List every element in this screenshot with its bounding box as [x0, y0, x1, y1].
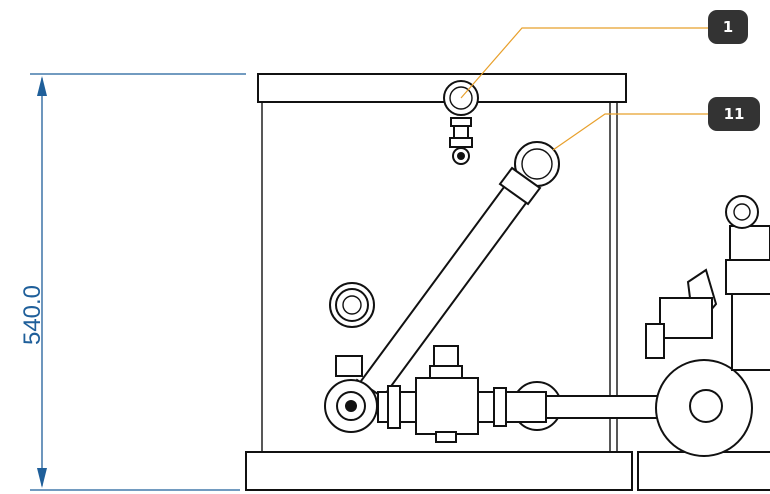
- callout-11: 11: [552, 97, 760, 151]
- pump-inlet: [689, 389, 723, 423]
- pump-riser-collar: [725, 259, 770, 295]
- side-port-middle: [335, 288, 369, 322]
- callout-1-badge: [708, 10, 748, 44]
- horizontal-pipe: [545, 395, 673, 419]
- top-fitting: [443, 80, 479, 165]
- valve-stem-nut: [429, 365, 463, 379]
- pump-motor-end: [645, 323, 665, 359]
- callout-11-label: 11: [724, 105, 745, 123]
- manifold-flange-2: [387, 385, 401, 429]
- callout-11-badge: [708, 97, 760, 131]
- side-port-inner: [342, 295, 362, 315]
- pump-motor-housing: [659, 297, 713, 339]
- top-fitting-nut: [450, 117, 472, 127]
- pump-riser: [731, 289, 770, 371]
- manifold-flange-3: [493, 387, 507, 427]
- callout-1-label: 1: [723, 18, 733, 36]
- pump-riser-elbow: [729, 225, 770, 261]
- lower-elbow-hole: [345, 400, 357, 412]
- callout-1-leader: [460, 27, 708, 99]
- tank-lid: [257, 73, 627, 103]
- pump-outlet-ring: [725, 195, 759, 229]
- manifold-flange-1: [377, 391, 389, 423]
- dimension-arrow-top: [37, 76, 47, 96]
- height-dimension: 540.0: [19, 73, 246, 491]
- callout-11-leader: [552, 113, 708, 151]
- manifold-coupling: [399, 391, 417, 423]
- pump-base: [637, 451, 770, 491]
- lower-manifold: [324, 345, 697, 443]
- side-port: [329, 282, 375, 328]
- horizontal-pipe-collar: [505, 391, 547, 423]
- top-fitting-bore: [449, 86, 473, 110]
- tank-base: [245, 451, 633, 491]
- dimension-value: 540.0: [19, 285, 46, 345]
- pump: [645, 195, 770, 457]
- callout-1: 1: [460, 10, 748, 99]
- lower-left-cap: [335, 355, 363, 377]
- top-fitting-stem: [453, 125, 469, 139]
- manifold-coupling-2: [477, 391, 495, 423]
- dimension-arrow-bottom: [37, 468, 47, 488]
- upper-elbow-bore: [521, 148, 553, 180]
- valve-body: [415, 377, 479, 435]
- top-fitting-end-hole: [457, 152, 465, 160]
- pump-outlet-bore: [733, 203, 751, 221]
- tank: [245, 73, 770, 491]
- pipe-upper-collar: [498, 166, 542, 206]
- top-fitting-coupling: [449, 137, 473, 148]
- valve-drain: [435, 431, 457, 443]
